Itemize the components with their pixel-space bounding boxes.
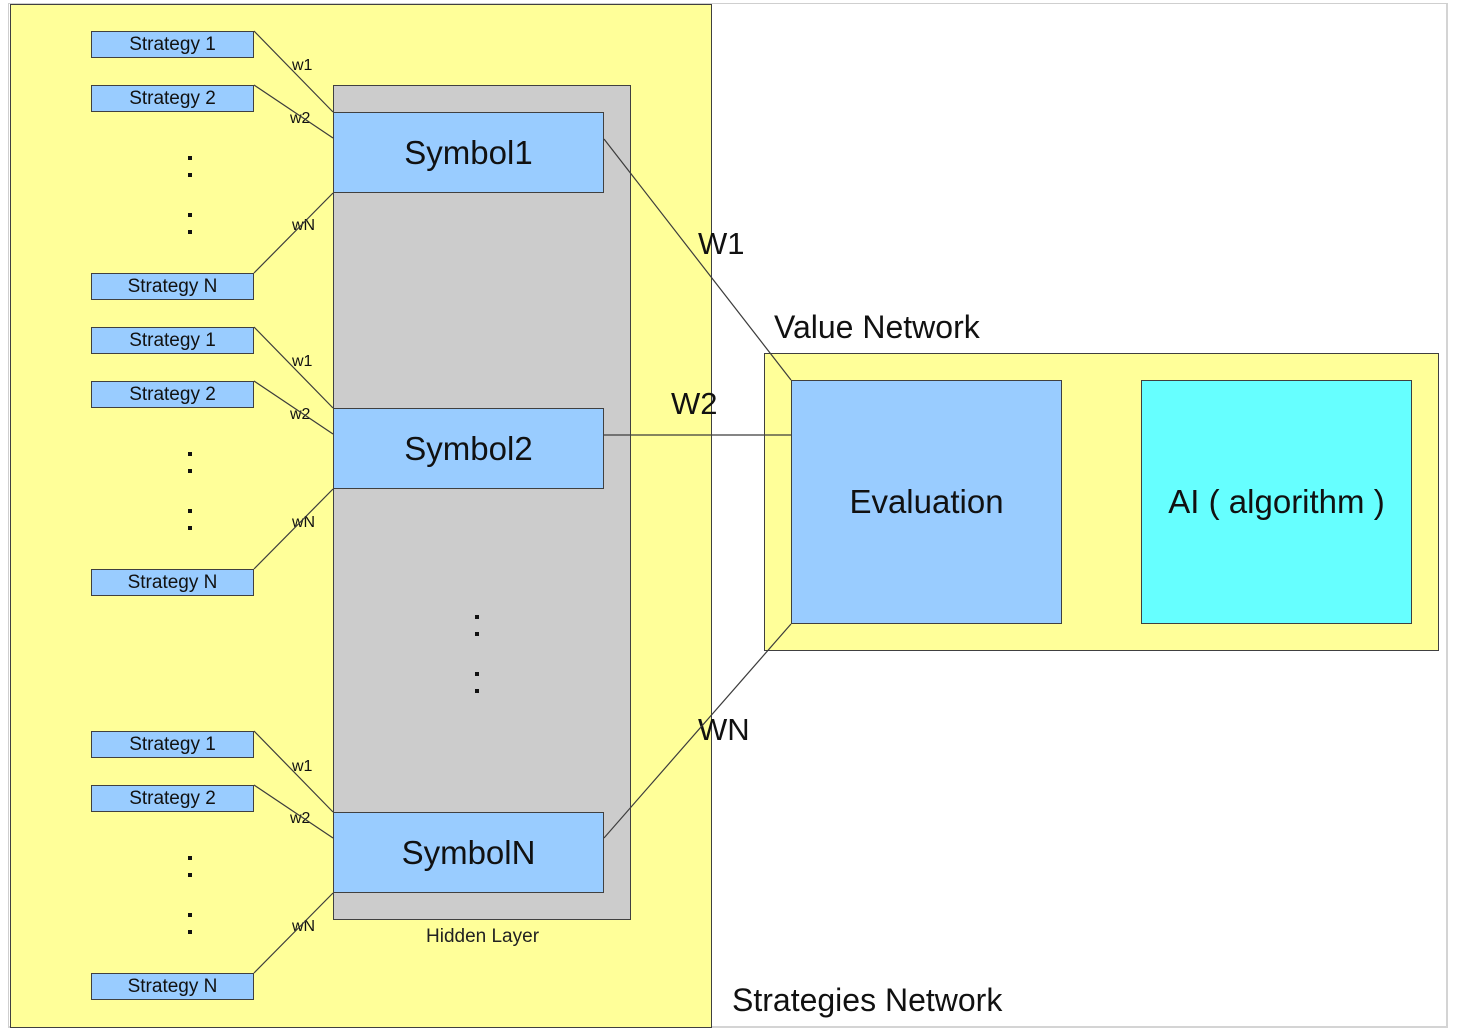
strategy-label: Strategy N xyxy=(127,572,218,593)
strategy-node[interactable]: Strategy 1 xyxy=(91,731,254,758)
ellipsis-dot xyxy=(188,913,192,917)
ellipsis-dot xyxy=(475,672,479,676)
strategy-label: Strategy N xyxy=(127,976,218,997)
strategy-node[interactable]: Strategy N xyxy=(91,273,254,300)
ellipsis-dot xyxy=(188,452,192,456)
symbol-weight-label: W2 xyxy=(671,386,718,421)
symbol-label: Symbol1 xyxy=(404,133,533,171)
page-frame xyxy=(8,3,1448,1028)
hidden-layer xyxy=(333,85,631,920)
strategy-label: Strategy N xyxy=(127,276,218,297)
weight-label: w1 xyxy=(292,353,313,370)
weight-label: wN xyxy=(292,514,316,531)
symbol-node[interactable]: Symbol2 xyxy=(333,408,604,489)
weight-label: w2 xyxy=(290,810,311,827)
value-network-title: Value Network xyxy=(774,309,980,345)
strategy-node[interactable]: Strategy 2 xyxy=(91,381,254,408)
strategy-label: Strategy 1 xyxy=(129,734,216,755)
symbol-label: SymbolN xyxy=(401,833,536,871)
weight-label: w2 xyxy=(290,110,311,127)
ellipsis-dot xyxy=(188,173,192,177)
ellipsis-dot xyxy=(188,213,192,217)
symbol-label: Symbol2 xyxy=(404,429,533,467)
ellipsis-dot xyxy=(188,230,192,234)
strategy-node[interactable]: Strategy N xyxy=(91,569,254,596)
weight-label: wN xyxy=(292,918,316,935)
weight-label: w1 xyxy=(292,758,313,775)
strategy-label: Strategy 2 xyxy=(129,88,216,109)
strategy-ellipsis xyxy=(188,156,194,247)
strategy-node[interactable]: Strategy 2 xyxy=(91,85,254,112)
ellipsis-dot xyxy=(188,509,192,513)
hidden-layer-label: Hidden Layer xyxy=(426,926,540,947)
ellipsis-dot xyxy=(188,469,192,473)
ellipsis-dot xyxy=(475,615,479,619)
ellipsis-dot xyxy=(188,930,192,934)
strategy-label: Strategy 1 xyxy=(129,34,216,55)
hidden-layer-ellipsis xyxy=(475,615,481,706)
strategies-network-title: Strategies Network xyxy=(732,982,1003,1018)
evaluation-label: Evaluation xyxy=(849,483,1004,520)
evaluation-node[interactable]: Evaluation xyxy=(791,380,1062,624)
strategy-node[interactable]: Strategy 1 xyxy=(91,31,254,58)
symbol-weight-label: W1 xyxy=(698,226,745,261)
ellipsis-dot xyxy=(188,526,192,530)
weight-label: wN xyxy=(292,217,316,234)
symbol-weight-label: WN xyxy=(698,712,750,747)
ellipsis-dot xyxy=(188,873,192,877)
ellipsis-dot xyxy=(475,632,479,636)
ellipsis-dot xyxy=(188,156,192,160)
strategy-node[interactable]: Strategy 1 xyxy=(91,327,254,354)
strategy-label: Strategy 1 xyxy=(129,330,216,351)
ai-algorithm-label: AI ( algorithm ) xyxy=(1168,483,1385,520)
strategy-ellipsis xyxy=(188,856,194,947)
symbol-node[interactable]: SymbolN xyxy=(333,812,604,893)
strategy-node[interactable]: Strategy N xyxy=(91,973,254,1000)
weight-label: w1 xyxy=(292,57,313,74)
strategy-ellipsis xyxy=(188,452,194,543)
ai-algorithm-node[interactable]: AI ( algorithm ) xyxy=(1141,380,1412,624)
strategy-node[interactable]: Strategy 2 xyxy=(91,785,254,812)
ellipsis-dot xyxy=(188,856,192,860)
weight-label: w2 xyxy=(290,406,311,423)
strategy-label: Strategy 2 xyxy=(129,788,216,809)
strategy-label: Strategy 2 xyxy=(129,384,216,405)
symbol-node[interactable]: Symbol1 xyxy=(333,112,604,193)
ellipsis-dot xyxy=(475,689,479,693)
